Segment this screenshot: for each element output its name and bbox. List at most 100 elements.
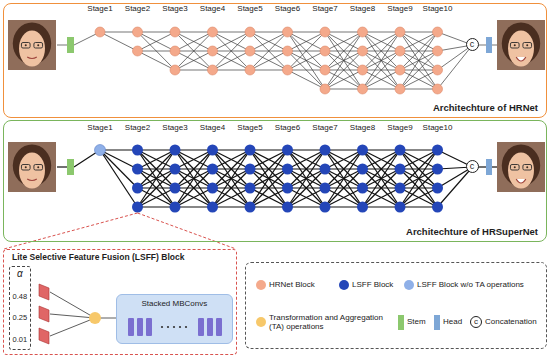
- concat-symbol: c: [466, 38, 479, 51]
- wire: [363, 150, 401, 207]
- concat-letter: c: [470, 40, 475, 49]
- glasses-lens: [523, 165, 532, 171]
- mbconv-layer: [198, 318, 204, 336]
- face-skin: [19, 153, 45, 189]
- lsff-block-box: Lite Selective Feature Fusion (LSFF) Blo…: [3, 249, 237, 355]
- block-title: Lite Selective Feature Fusion (LSFF) Blo…: [12, 253, 184, 263]
- wire: [288, 150, 326, 188]
- wire: [363, 150, 401, 207]
- block-circle: [245, 65, 255, 75]
- wire: [363, 32, 401, 51]
- block-circle: [320, 65, 330, 75]
- block-circle: [170, 145, 181, 156]
- block-circle: [358, 84, 368, 94]
- wire: [400, 32, 438, 51]
- block-circle: [395, 164, 406, 175]
- wire: [213, 150, 251, 188]
- face-photo: [497, 20, 545, 70]
- block-circle: [358, 65, 368, 75]
- mouth: [516, 179, 526, 183]
- block-circle: [245, 164, 256, 175]
- wire: [250, 32, 288, 70]
- wire: [175, 32, 213, 51]
- wire: [363, 150, 401, 188]
- glasses-lens: [34, 43, 43, 49]
- alpha-value: 0.01: [12, 336, 27, 345]
- block-circle: [207, 183, 218, 194]
- block-circle: [283, 27, 293, 37]
- stage-label: Stage10: [423, 5, 453, 14]
- wire: [325, 32, 363, 70]
- block-circle: [133, 46, 143, 56]
- wire: [288, 70, 326, 71]
- wire: [325, 70, 363, 89]
- photo-background: [497, 20, 545, 70]
- wire: [213, 206, 251, 207]
- wire: [363, 32, 401, 70]
- wire: [213, 32, 251, 70]
- legend-item: Transformation and Aggregation (TA) oper…: [256, 309, 393, 335]
- stage-label: Stage1: [87, 5, 112, 14]
- legend-text: Concatenation: [485, 317, 537, 326]
- legend-item: Stem: [398, 309, 426, 335]
- wire: [325, 32, 363, 89]
- alpha-value: 0.48: [12, 293, 27, 302]
- wire: [400, 149, 438, 150]
- block-circle: [282, 183, 293, 194]
- stage-label: Stage8: [350, 5, 375, 14]
- fusion-wire: [50, 318, 95, 336]
- stage-label: Stage6: [275, 124, 300, 133]
- block-circle: [170, 65, 180, 75]
- block-circle: [170, 27, 180, 37]
- wire: [175, 70, 213, 71]
- wire: [325, 70, 363, 89]
- wire: [325, 206, 363, 207]
- legend-swatch-bar: [434, 315, 440, 330]
- block-circle: [283, 65, 293, 75]
- wire: [175, 149, 213, 150]
- stage-label: Stage2: [125, 5, 150, 14]
- wire: [363, 169, 401, 207]
- wire: [213, 51, 251, 70]
- alpha-box: α0.480.250.01: [9, 266, 31, 350]
- wire: [250, 32, 288, 51]
- legend-text: Head: [443, 317, 462, 326]
- mbconv-layer: [137, 318, 143, 336]
- wire: [175, 188, 213, 207]
- stage-label: Stage10: [423, 124, 453, 133]
- wire: [213, 150, 251, 207]
- block-circle: [395, 183, 406, 194]
- block-circle: [95, 27, 105, 37]
- wire: [288, 206, 326, 207]
- wire: [325, 150, 363, 188]
- mbconv-layer: [146, 318, 152, 336]
- wire: [250, 169, 288, 207]
- eye: [25, 44, 27, 46]
- wire: [325, 149, 363, 150]
- block-circle: [357, 164, 368, 175]
- block-circle: [432, 164, 443, 175]
- wire: [138, 169, 176, 207]
- legend-box: HRNet BlockLSFF BlockLSFF Block w/o TA o…: [245, 262, 547, 349]
- mouth: [27, 57, 37, 59]
- concat-symbol: c: [466, 160, 479, 173]
- block-circle: [207, 164, 218, 175]
- wire: [250, 150, 288, 207]
- legend-text: LSFF Block w/o TA operations: [417, 280, 524, 289]
- stage-label: Stage3: [162, 124, 187, 133]
- wire: [213, 32, 251, 70]
- wire: [400, 32, 438, 70]
- eye: [514, 166, 516, 168]
- stage-label: Stage4: [200, 5, 225, 14]
- glasses-lens: [21, 43, 30, 49]
- glasses-lens: [523, 43, 532, 49]
- hrnet-network: [57, 27, 497, 94]
- block-circle: [207, 202, 218, 213]
- ellipsis-dot: [179, 326, 181, 328]
- wire: [175, 150, 213, 188]
- glasses-lens: [34, 165, 43, 171]
- stage-label: Stage5: [237, 5, 262, 14]
- ellipsis-dot: [161, 326, 163, 328]
- wire: [175, 32, 213, 51]
- face-photo: [497, 142, 545, 192]
